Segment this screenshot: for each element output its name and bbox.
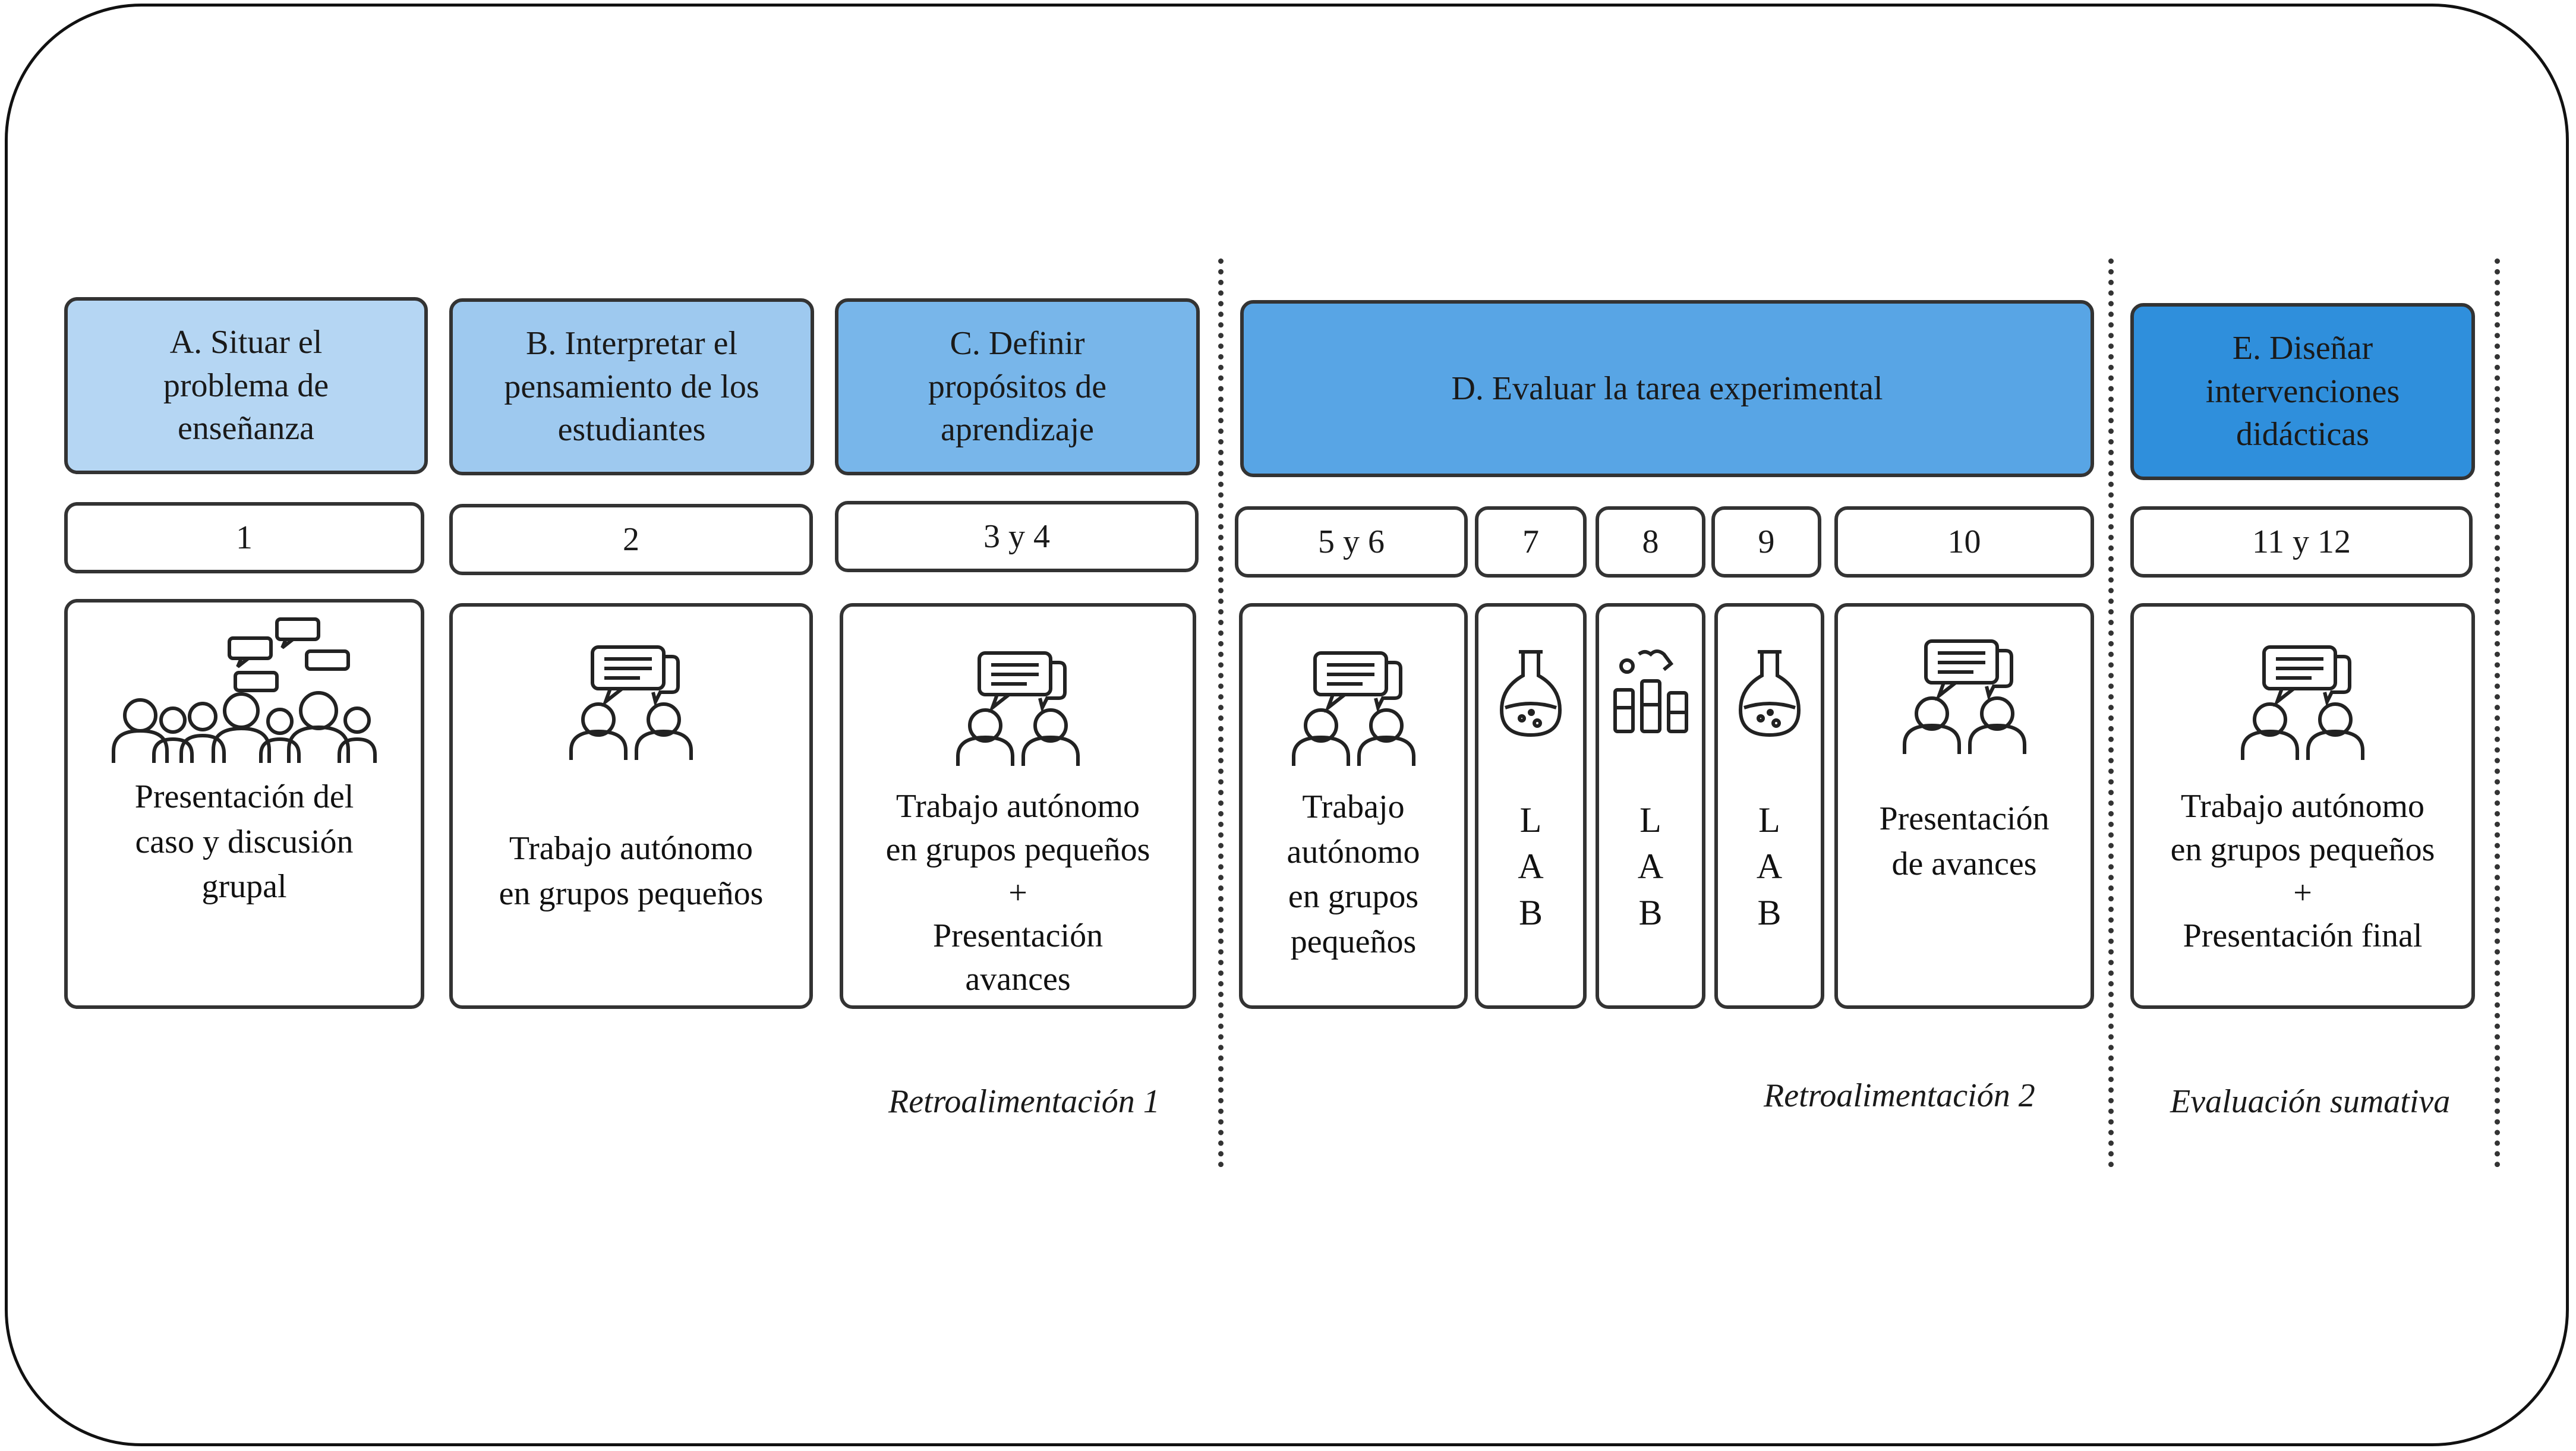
session-box-7: 7 [1475,506,1587,578]
lab-label: L A B [1518,800,1544,932]
activity-box-7: L A B [1475,603,1587,1009]
session-label: 5 y 6 [1318,523,1385,560]
session-label: 11 y 12 [2252,523,2351,560]
phase-a-box: A. Situar el problema de enseñanza [64,297,428,474]
phase-a-label: A. Situar el problema de enseñanza [163,323,329,447]
activity-text: Trabajo autónomo en grupos pequeños [1287,788,1420,960]
activity-box-9: L A B [1714,603,1824,1009]
session-box-2: 2 [449,504,813,575]
session-label: 10 [1947,523,1981,560]
pair-discussion-icon [2234,642,2371,761]
separator-d-e [2108,258,2114,1168]
pair-discussion-icon [950,648,1086,767]
phase-e-label: E. Diseñar intervenciones didácticas [2205,329,2400,453]
activity-box-10: Presentación de avances [1834,603,2094,1009]
session-box-5-6: 5 y 6 [1235,506,1468,578]
lab-equipment-icon [1609,648,1692,737]
feedback-2-label: Retroalimentación 2 [1764,1077,2035,1114]
flask-icon [1498,648,1563,737]
phase-d-box: D. Evaluar la tarea experimental [1240,300,2094,477]
session-box-8: 8 [1596,506,1705,578]
session-label: 2 [623,521,639,558]
pair-discussion-icon [563,642,699,761]
crowd-discussion-icon [108,617,381,763]
activity-text: Trabajo autónomo en grupos pequeños [499,830,764,912]
session-label: 9 [1758,523,1775,560]
session-box-9: 9 [1711,506,1821,578]
session-label: 8 [1642,523,1659,560]
session-label: 7 [1522,523,1539,560]
pair-discussion-icon [1896,636,2033,755]
lab-label: L A B [1756,800,1783,932]
activity-box-3: Trabajo autónomo en grupos pequeños + Pr… [840,603,1196,1009]
activity-box-2: Trabajo autónomo en grupos pequeños [449,603,813,1009]
activity-text: Presentación de avances [1879,800,2050,882]
pair-discussion-icon [1285,648,1422,767]
phase-c-label: C. Definir propósitos de aprendizaje [928,324,1107,449]
phase-e-box: E. Diseñar intervenciones didácticas [2130,303,2475,480]
session-box-1: 1 [64,502,424,573]
activity-box-5-6: Trabajo autónomo en grupos pequeños [1239,603,1468,1009]
session-box-3-4: 3 y 4 [835,501,1199,572]
phase-c-box: C. Definir propósitos de aprendizaje [835,298,1200,475]
separator-end [2495,258,2500,1168]
activity-text: Presentación del caso y discusión grupal [134,778,354,906]
session-box-10: 10 [1834,506,2094,578]
activity-text: Trabajo autónomo en grupos pequeños + Pr… [885,788,1150,998]
activity-box-1: Presentación del caso y discusión grupal [64,599,424,1009]
flask-icon [1737,648,1802,737]
activity-box-8: L A B [1596,603,1705,1009]
session-label: 3 y 4 [983,518,1050,555]
phase-b-label: B. Interpretar el pensamiento de los est… [504,324,759,449]
phase-d-label: D. Evaluar la tarea experimental [1451,370,1883,407]
activity-text: Trabajo autónomo en grupos pequeños + Pr… [2170,788,2435,955]
session-label: 1 [236,519,253,556]
separator-c-d [1218,258,1224,1168]
lab-label: L A B [1637,800,1664,932]
activity-box-11-12: Trabajo autónomo en grupos pequeños + Pr… [2130,603,2475,1009]
summative-evaluation-label: Evaluación sumativa [2170,1083,2451,1120]
session-box-11-12: 11 y 12 [2130,506,2473,578]
feedback-1-label: Retroalimentación 1 [888,1083,1160,1120]
phase-b-box: B. Interpretar el pensamiento de los est… [449,298,814,475]
